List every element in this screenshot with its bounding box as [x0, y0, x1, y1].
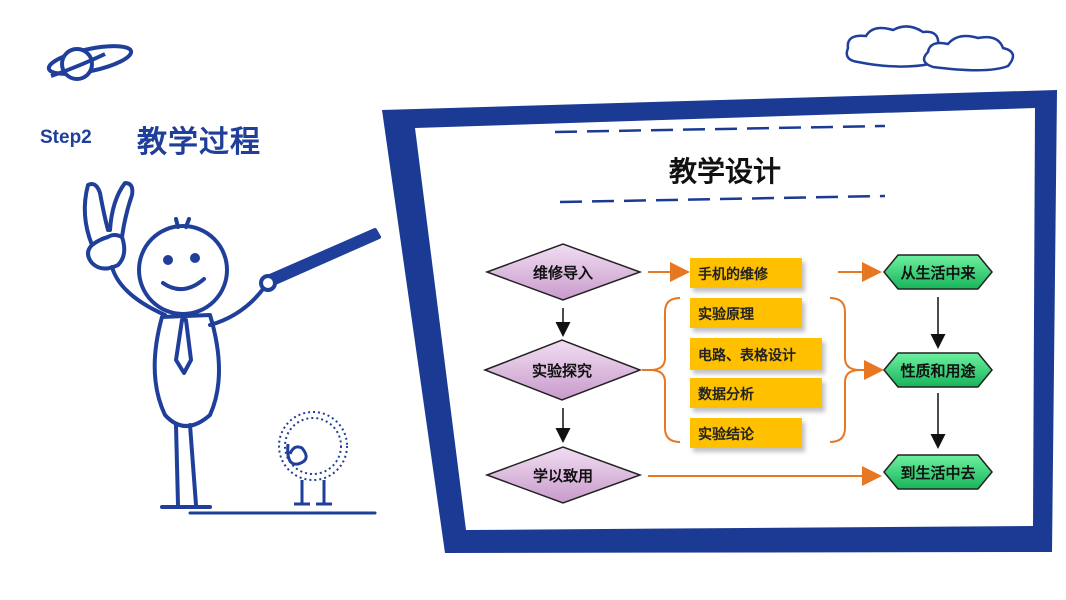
- stage-node-1: 维修导入: [484, 243, 643, 301]
- stickman-teacher-illustration: [82, 181, 381, 515]
- outcome-label-3: 到生活中去: [900, 464, 975, 482]
- fluffy-creature-icon: [278, 411, 348, 506]
- activity-label-1: 手机的维修: [698, 266, 769, 283]
- outcome-node-2: 性质和用途: [883, 352, 993, 388]
- planet-doodle-icon: [46, 44, 134, 81]
- activity-box-2: [690, 298, 802, 328]
- outcome-node-1: 从生活中来: [883, 254, 993, 290]
- activity-box-1: [690, 258, 802, 288]
- activity-label-2: 实验原理: [698, 306, 754, 323]
- stage-node-3: 学以致用: [484, 446, 643, 504]
- activity-box-3: [690, 338, 822, 370]
- right-brace: [829, 297, 861, 443]
- stage-node-2: 实验探究: [482, 339, 643, 401]
- board-title: 教学设计: [668, 155, 781, 188]
- stage-label-1: 维修导入: [533, 264, 593, 282]
- activity-label-5: 实验结论: [698, 426, 755, 443]
- step-label: Step2: [40, 127, 92, 148]
- stage-label-3: 学以致用: [533, 467, 593, 485]
- activity-box-4: [690, 378, 822, 408]
- outcome-label-2: 性质和用途: [900, 362, 976, 380]
- activity-label-4: 数据分析: [698, 386, 754, 403]
- stage-label-2: 实验探究: [532, 362, 592, 380]
- outcome-label-1: 从生活中来: [900, 264, 976, 282]
- activity-box-5: [690, 418, 802, 448]
- left-brace: [649, 297, 681, 443]
- outcome-node-3: 到生活中去: [883, 454, 993, 490]
- cloud-icon: [845, 25, 1015, 72]
- section-title: 教学过程: [137, 125, 261, 160]
- activity-label-3: 电路、表格设计: [698, 347, 796, 364]
